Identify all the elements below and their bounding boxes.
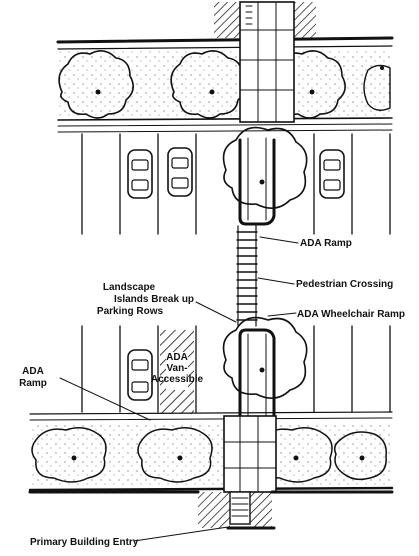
top-walkway: [239, 1, 295, 123]
shrub-icon: [137, 427, 213, 483]
shrub-icon: [363, 64, 391, 111]
car-icon: [127, 349, 153, 401]
label-pedestrian-crossing: Pedestrian Crossing: [296, 279, 393, 290]
label-ada-van-accessible: ADA: [166, 352, 188, 363]
car-icon: [167, 147, 193, 197]
top-building-wall: [214, 2, 316, 38]
callout-leaders: [59, 236, 299, 542]
label-ada-ramp: ADA Ramp: [300, 238, 352, 249]
top-planting-strip: [56, 36, 394, 121]
lower-parking-row: [81, 325, 391, 414]
shrub-icon: [31, 427, 107, 483]
upper-parking-row: [57, 123, 393, 235]
label-landscape-islands: Parking Rows: [97, 306, 164, 317]
label-ada-van-accessible: Accessible: [151, 374, 204, 385]
label-landscape-islands: Landscape: [103, 282, 156, 293]
tree-icon: [58, 50, 134, 119]
pedestrian-crossing: [236, 225, 258, 327]
lower-landscape-island: [222, 316, 308, 418]
upper-landscape-island: [222, 126, 308, 226]
label-ada-van-accessible: Van-: [166, 363, 187, 374]
label-ada-ramp-left: Ramp: [19, 378, 47, 389]
car-icon: [319, 149, 345, 199]
lower-walkway: [223, 415, 277, 493]
label-ada-wheelchair-ramp: ADA Wheelchair Ramp: [297, 309, 405, 320]
car-icon: [127, 149, 153, 199]
primary-building-entry-wall: [28, 490, 394, 530]
shrub-icon: [333, 431, 387, 481]
lower-planting-strip: [28, 411, 394, 492]
label-primary-building-entry: Primary Building Entry: [30, 537, 139, 548]
label-landscape-islands: Islands Break up: [114, 294, 194, 305]
label-ada-ramp-left: ADA: [22, 366, 44, 377]
van-accessible-aisle: [160, 330, 194, 414]
